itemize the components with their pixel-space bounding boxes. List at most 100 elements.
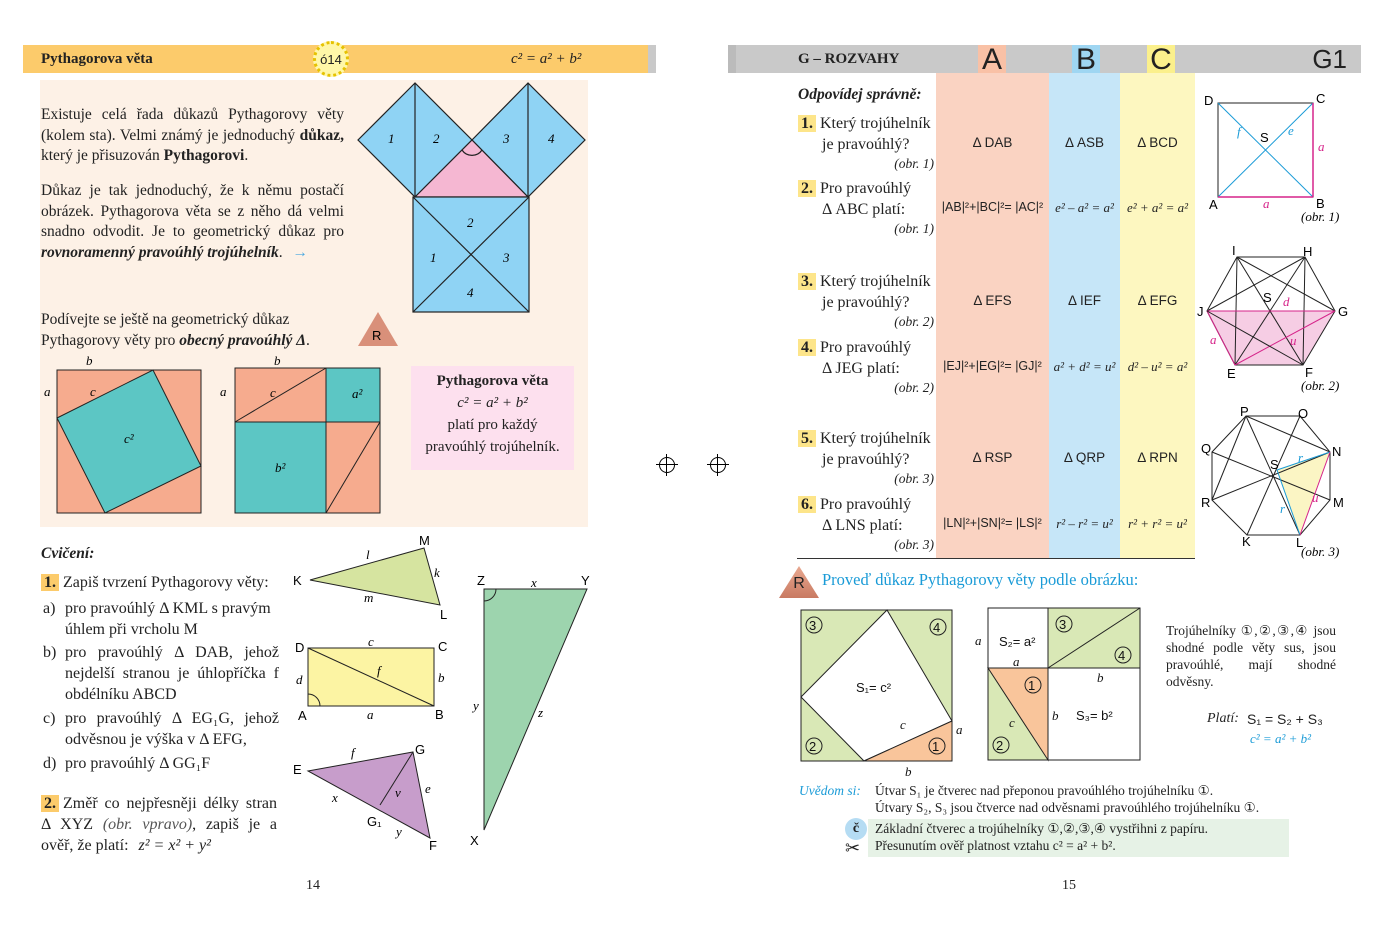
- circled-number: 2: [996, 738, 1003, 753]
- triangle-kml: [309, 547, 441, 606]
- label: a: [975, 633, 982, 648]
- label: O: [1298, 406, 1308, 421]
- label: 2: [467, 215, 474, 230]
- label: M: [1333, 495, 1344, 510]
- circled-number: 4: [1118, 648, 1125, 663]
- table-bottom-rule: [797, 558, 1195, 559]
- text: Pythagorovi: [163, 147, 245, 164]
- exercise-ref: (obr. vpravo): [102, 816, 193, 833]
- answer-a[interactable]: |EJ|²+|EG|²= |GJ|²: [943, 359, 1042, 373]
- answer-b[interactable]: e² – a² = a²: [1055, 200, 1114, 215]
- item-label: d): [43, 755, 57, 772]
- question-5: 5.Který trojúhelník je pravoúhlý?: [798, 428, 938, 470]
- label: E: [293, 762, 302, 777]
- question-text: Pro pravoúhlý: [820, 339, 912, 356]
- label: l: [366, 547, 370, 562]
- exercise-1d: d)pro pravoúhlý Δ GG₁F: [43, 753, 279, 774]
- item-label: a): [43, 600, 56, 617]
- label: 3: [502, 250, 510, 265]
- label: L: [440, 607, 447, 622]
- label: b: [905, 764, 912, 779]
- label: A: [298, 708, 307, 723]
- item-text: pro pravoúhlý Δ EG₁G, jehož odvěsnou je …: [65, 710, 279, 748]
- circled-number: 3: [809, 618, 816, 633]
- answer-b[interactable]: r² – r² = u²: [1056, 516, 1113, 531]
- answer-b[interactable]: a² + d² = u²: [1053, 359, 1116, 374]
- label: a: [367, 707, 374, 722]
- column-a-bg: [936, 73, 1049, 558]
- answer-a[interactable]: Δ RSP: [972, 450, 1013, 465]
- label: X: [470, 833, 479, 848]
- theorem-box: Pythagorova věta c² = a² + b² platí pro …: [411, 366, 574, 470]
- answer-b[interactable]: Δ ASB: [1064, 135, 1105, 150]
- answer-c[interactable]: e² + a² = a²: [1126, 200, 1188, 215]
- task-line-2: Přesunutím ověř platnost vztahu c² = a² …: [875, 838, 1116, 853]
- a-square: [325, 367, 381, 423]
- label: G₁: [367, 814, 382, 829]
- label: S: [1263, 290, 1272, 305]
- item-label: b): [43, 644, 57, 661]
- label: v: [395, 785, 401, 800]
- label: (obr. 3): [1301, 544, 1339, 559]
- cut-icon: č: [845, 818, 867, 840]
- answer-b[interactable]: Δ QRP: [1063, 450, 1106, 465]
- question-number: 1.: [798, 115, 816, 132]
- item-text: pro pravoúhlý Δ DAB, jehož nejdelší stra…: [65, 644, 279, 703]
- label: L: [1296, 535, 1303, 550]
- label: c: [1009, 715, 1015, 730]
- text: Důkaz je tak jednoduchý, že k němu posta…: [41, 182, 344, 240]
- label: b: [438, 670, 445, 685]
- answer-c[interactable]: Δ RPN: [1137, 450, 1178, 465]
- label: A: [1209, 197, 1218, 212]
- exercise-1c: c)pro pravoúhlý Δ EG₁G, jehož odvěsnou j…: [43, 708, 279, 750]
- r-icon-letter: R: [372, 328, 381, 343]
- label: x: [331, 790, 338, 805]
- question-text: Δ ABC platí:: [822, 201, 906, 218]
- answer-a[interactable]: |LN|²+|SN|²= |LS|²: [943, 516, 1042, 530]
- label: D: [295, 640, 304, 655]
- label: 1: [430, 250, 437, 265]
- label: a: [1318, 139, 1325, 154]
- figure-ref: (obr. 2): [894, 380, 934, 395]
- label: M: [419, 533, 430, 548]
- answer-c[interactable]: r² + r² = u²: [1128, 516, 1187, 531]
- answer-c[interactable]: d² – u² = a²: [1127, 359, 1188, 374]
- answer-b[interactable]: Δ IEF: [1067, 293, 1102, 308]
- label: f: [1237, 124, 1243, 139]
- text: rovnoramenný pravoúhlý trojúhelník: [41, 243, 279, 261]
- label: e: [425, 781, 431, 796]
- answer-a[interactable]: Δ EFS: [973, 293, 1012, 308]
- question-text: Který trojúhelník: [820, 273, 931, 290]
- exercise-number: 1.: [41, 574, 59, 591]
- answer-a[interactable]: Δ DAB: [972, 135, 1013, 150]
- plati-label: Platí:: [1207, 711, 1239, 726]
- column-a-header: A: [978, 45, 1006, 75]
- theorem-text: platí pro každý pravoúhlý trojúhelník.: [425, 417, 560, 455]
- label: 1: [388, 131, 395, 146]
- label: c: [270, 385, 276, 400]
- label: 2: [433, 131, 440, 146]
- label: B: [1316, 196, 1325, 211]
- arrow-right-icon: →: [292, 243, 308, 261]
- answer-c[interactable]: Δ EFG: [1137, 293, 1178, 308]
- label: H: [1303, 244, 1312, 259]
- exercise-text: , zapiš je a ověř, že platí:: [41, 816, 277, 854]
- figure-ref: (obr. 2): [894, 314, 934, 329]
- label: f: [351, 745, 357, 760]
- label: c: [90, 384, 96, 399]
- label: 4: [467, 285, 474, 300]
- question-text: Δ JEG platí:: [822, 360, 900, 377]
- proof-title: Proveď důkaz Pythagorovy věty podle obrá…: [822, 570, 1139, 589]
- label: P: [1240, 404, 1249, 419]
- plati-formula: c² = a² + b²: [1250, 731, 1312, 746]
- exercise-1: 1.Zapiš tvrzení Pythagorovy věty:: [41, 572, 279, 593]
- badge-o14: ó14: [313, 41, 349, 77]
- answer-c[interactable]: Δ BCD: [1137, 135, 1178, 150]
- section-code: G1: [1312, 43, 1347, 74]
- task-line-1: Základní čtverec a trojúhelníky ①,②,③,④ …: [875, 821, 1208, 836]
- exercise-text: Změř co nejpřesněji délky stran Δ XYZ: [41, 795, 277, 833]
- answer-a[interactable]: |AB|²+|BC|²= |AC|²: [941, 200, 1044, 214]
- figure-ref: (obr. 1): [894, 221, 934, 236]
- text: obecný pravoúhlý Δ: [179, 331, 307, 349]
